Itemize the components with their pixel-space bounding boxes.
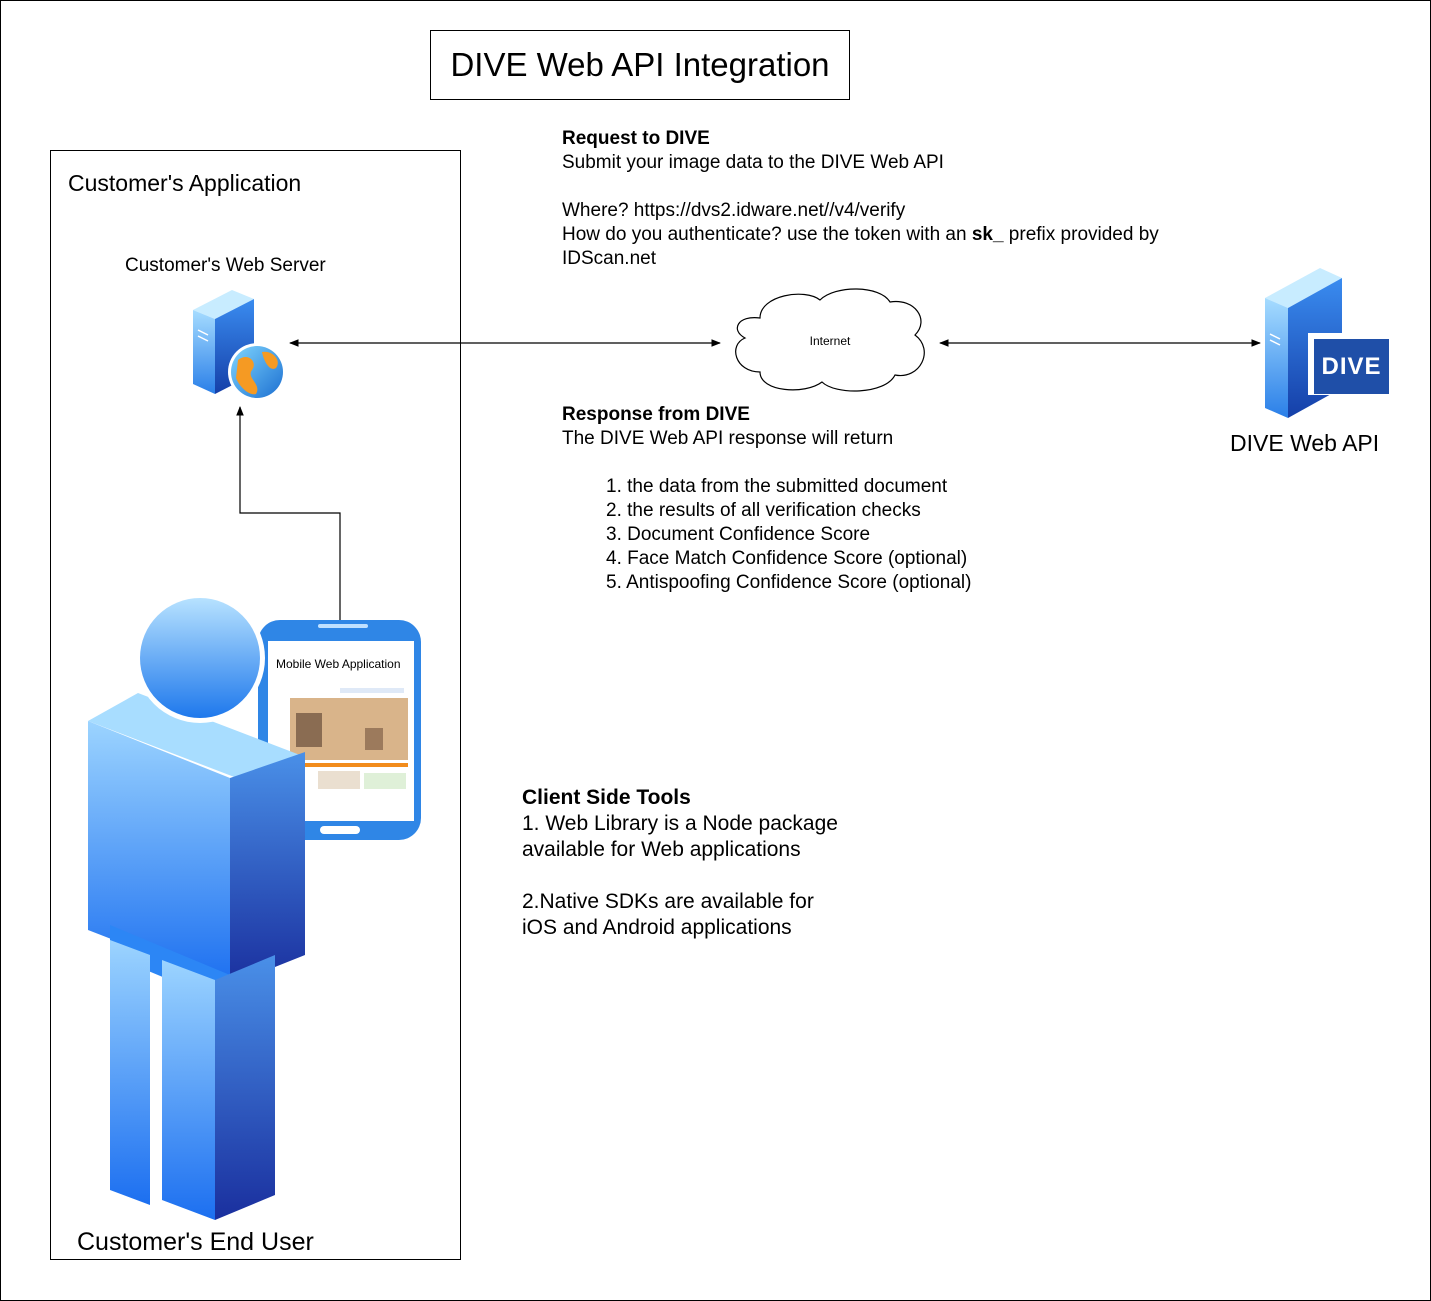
- auth-suffix-text: prefix provided by: [1003, 224, 1159, 245]
- diagram-title: DIVE Web API Integration: [430, 30, 850, 100]
- customer-application-container: [50, 150, 461, 1260]
- web-server-label: Customer's Web Server: [125, 255, 326, 276]
- request-text-block: Request to DIVE Submit your image data t…: [562, 127, 1159, 271]
- response-item: 3. Document Confidence Score: [606, 524, 871, 545]
- response-item: 5. Antispoofing Confidence Score (option…: [606, 572, 972, 593]
- internet-label: Internet: [809, 334, 851, 348]
- client-tools-line: 1. Web Library is a Node package: [522, 812, 838, 835]
- dive-web-api-label: DIVE Web API: [1230, 430, 1380, 456]
- user-server-connector: [236, 406, 341, 622]
- client-tools-line: 2.Native SDKs are available for: [522, 890, 814, 913]
- auth-token-prefix: sk_: [971, 224, 1004, 245]
- dive-logo-badge: DIVE: [1321, 352, 1382, 380]
- web-server-icon: [193, 290, 286, 401]
- auth-prefix-text: How do you authenticate? use the token w…: [562, 224, 972, 245]
- response-text-block: Response from DIVE The DIVE Web API resp…: [562, 403, 971, 595]
- client-tools-text-block: Client Side Tools 1. Web Library is a No…: [522, 785, 838, 941]
- auth-provider: IDScan.net: [562, 248, 656, 269]
- response-item: 1. the data from the submitted document: [606, 476, 948, 497]
- mobile-web-app-label: Mobile Web Application: [276, 657, 401, 671]
- client-tools-heading: Client Side Tools: [522, 786, 691, 809]
- response-heading: Response from DIVE: [562, 404, 750, 425]
- end-user-person-icon: [88, 593, 305, 1220]
- client-tools-line: iOS and Android applications: [522, 916, 792, 939]
- request-auth-line: How do you authenticate? use the token w…: [562, 223, 1159, 247]
- response-item: 4. Face Match Confidence Score (optional…: [606, 548, 968, 569]
- customer-application-title: Customer's Application: [68, 170, 302, 196]
- response-items-list: 1. the data from the submitted document …: [606, 475, 971, 595]
- internet-cloud-shape: [735, 288, 925, 392]
- response-item: 2. the results of all verification check…: [606, 500, 921, 521]
- response-description: The DIVE Web API response will return: [562, 428, 894, 449]
- end-user-label: Customer's End User: [77, 1228, 314, 1256]
- request-heading: Request to DIVE: [562, 128, 710, 149]
- request-description: Submit your image data to the DIVE Web A…: [562, 152, 944, 173]
- dive-server-icon: [1265, 268, 1392, 418]
- client-tools-line: available for Web applications: [522, 838, 801, 861]
- request-endpoint: Where? https://dvs2.idware.net//v4/verif…: [562, 200, 906, 221]
